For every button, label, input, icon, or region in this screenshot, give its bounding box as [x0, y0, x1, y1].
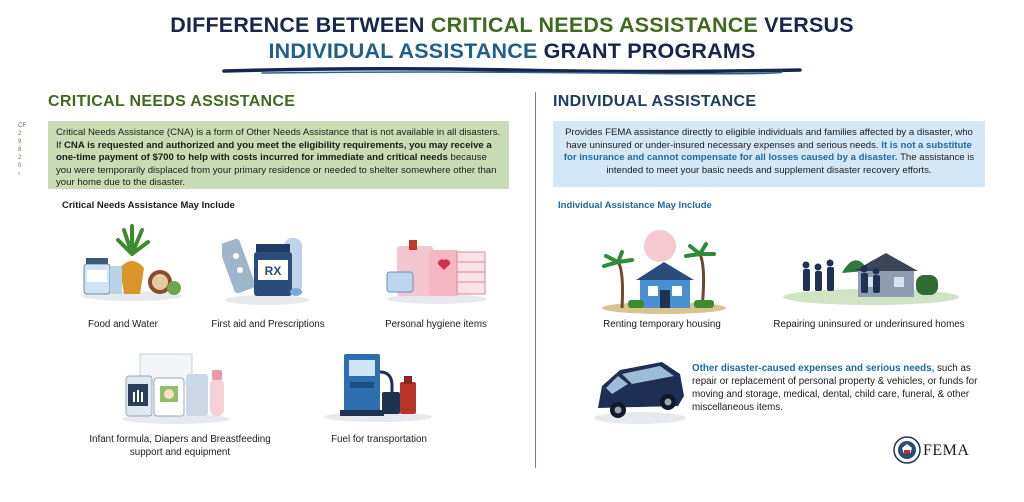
food-water-icon	[82, 224, 182, 301]
fema-logo: FEMA	[893, 436, 1003, 466]
svg-text:RX: RX	[265, 264, 282, 278]
title-highlight-cna: CRITICAL NEEDS ASSISTANCE	[430, 13, 758, 37]
side-fragment-text: 9	[18, 139, 22, 145]
cna-item-label: Food and Water	[88, 319, 158, 330]
title-line-2: INDIVIDUAL ASSISTANCE GRANT PROGRAMS	[0, 38, 1024, 64]
ia-other-highlight: Other disaster-caused expenses and serio…	[692, 363, 935, 374]
side-fragment: CF 2 9 8 2 0 ‹	[18, 122, 30, 178]
hygiene-icon	[386, 240, 487, 304]
cna-item-label: First aid and Prescriptions	[211, 319, 325, 330]
cna-heading: CRITICAL NEEDS ASSISTANCE	[48, 93, 296, 110]
ia-other-text: such as repair or replacement of persona…	[692, 363, 978, 413]
side-fragment-text: 2	[18, 131, 22, 137]
title-swoosh	[222, 66, 802, 75]
infant-supplies-icon	[122, 353, 230, 424]
side-fragment-text: 0	[18, 163, 22, 169]
ia-may-include: Individual Assistance May Include	[558, 200, 712, 211]
side-fragment-text: 2	[18, 155, 22, 161]
title-text: GRANT PROGRAMS	[537, 39, 756, 63]
title-text: DIFFERENCE BETWEEN	[170, 13, 431, 37]
ia-desc-highlight: It is not a substitute for insurance and…	[563, 139, 972, 164]
ia-item-label: Repairing uninsured or underinsured home…	[773, 319, 965, 330]
title-highlight-ia: INDIVIDUAL ASSISTANCE	[268, 39, 538, 63]
vehicle-icon	[594, 362, 686, 424]
cna-item-label: Fuel for transportation	[331, 434, 427, 445]
ia-heading: INDIVIDUAL ASSISTANCE	[553, 93, 757, 110]
side-fragment-text: 8	[18, 147, 22, 153]
prescription-icon: RX	[222, 238, 309, 305]
cna-item-label: Personal hygiene items	[385, 319, 487, 330]
ia-desc-text: The assistance is intended to meet your …	[606, 152, 975, 176]
page-title: DIFFERENCE BETWEEN CRITICAL NEEDS ASSIST…	[0, 12, 1024, 64]
damaged-home-icon	[783, 253, 959, 305]
title-line-1: DIFFERENCE BETWEEN CRITICAL NEEDS ASSIST…	[0, 12, 1024, 38]
cna-desc-bold: CNA is requested and authorized and you …	[56, 139, 492, 164]
ia-description-box: Provides FEMA assistance directly to eli…	[553, 121, 985, 187]
title-text: VERSUS	[757, 13, 854, 37]
ia-other-expenses: Other disaster-caused expenses and serio…	[692, 362, 992, 414]
cna-desc-text: Critical Needs Assistance (CNA) is a for…	[56, 127, 501, 151]
side-fragment-text: CF	[18, 123, 26, 129]
side-fragment-text: ‹	[18, 171, 20, 177]
fuel-pump-icon	[324, 354, 432, 422]
ia-desc-text: Provides FEMA assistance directly to eli…	[565, 127, 973, 151]
cna-may-include: Critical Needs Assistance May Include	[62, 200, 235, 211]
cna-description-box: Critical Needs Assistance (CNA) is a for…	[48, 121, 509, 189]
cna-desc-text: because you were temporarily displaced f…	[56, 152, 497, 189]
cna-item-label: Infant formula, Diapers and Breastfeedin…	[89, 434, 271, 458]
fema-wordmark: FEMA	[923, 442, 970, 459]
rental-house-icon	[602, 230, 726, 314]
ia-item-label: Renting temporary housing	[603, 319, 721, 330]
dhs-seal-icon	[893, 436, 921, 464]
column-divider	[535, 92, 536, 468]
